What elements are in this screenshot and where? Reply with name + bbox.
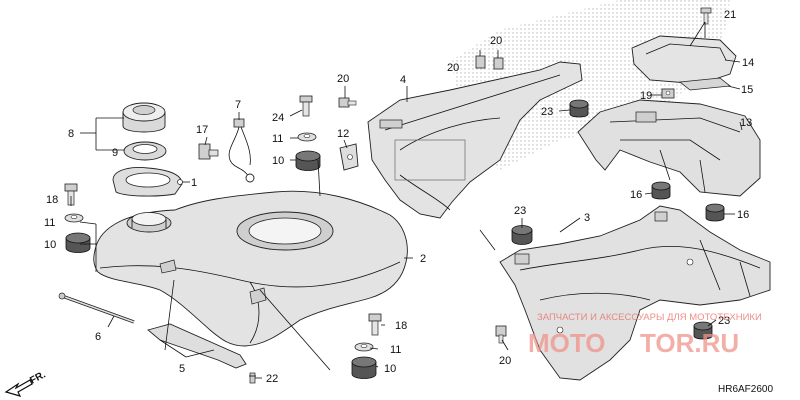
callout-17: 17 xyxy=(196,124,208,136)
front-label: FR. xyxy=(28,369,48,386)
grommet-23-a[interactable] xyxy=(569,99,589,118)
callout-15: 15 xyxy=(741,84,753,96)
watermark-caption: ЗАПЧАСТИ И АКСЕССУАРЫ ДЛЯ МОТОТЕХНИКИ xyxy=(537,312,762,323)
callout-23-b: 23 xyxy=(514,205,526,217)
grommet-16-a[interactable] xyxy=(651,181,671,200)
clip-22[interactable] xyxy=(249,372,256,384)
callout-21: 21 xyxy=(724,9,736,21)
watermark-brand-left: MOTO xyxy=(528,328,606,358)
rubber-10-bottom[interactable] xyxy=(351,356,377,379)
callout-23-c: 23 xyxy=(718,315,730,327)
rubber-10-top[interactable] xyxy=(295,150,321,171)
collar-11-bottom[interactable] xyxy=(354,342,374,352)
callout-16-a: 16 xyxy=(630,189,642,201)
grommet-23-c[interactable] xyxy=(693,321,713,340)
callout-20-a: 20 xyxy=(337,73,349,85)
callout-10-top: 10 xyxy=(272,155,284,167)
filler-ring[interactable] xyxy=(112,167,183,197)
callout-19: 19 xyxy=(640,90,652,102)
bolt-20-a[interactable] xyxy=(338,97,357,108)
bolt-20-b[interactable] xyxy=(475,55,486,69)
callout-8: 8 xyxy=(68,128,74,140)
tank-rod[interactable] xyxy=(58,292,135,324)
front-direction-indicator: FR. xyxy=(4,369,48,397)
callout-18-bottom: 18 xyxy=(395,320,407,332)
battery-box-frame[interactable] xyxy=(577,99,761,197)
grommet-16-b[interactable] xyxy=(705,203,725,222)
collar-11-left[interactable] xyxy=(64,213,84,223)
callout-11-left: 11 xyxy=(44,217,55,229)
callout-4: 4 xyxy=(400,74,406,86)
cover-plate[interactable] xyxy=(678,77,732,91)
rubber-10-left[interactable] xyxy=(65,232,91,253)
callout-20-d: 20 xyxy=(499,355,511,367)
callout-2: 2 xyxy=(420,253,426,265)
collar-11-top[interactable] xyxy=(297,132,317,142)
callout-20-c: 20 xyxy=(490,35,502,47)
callout-6: 6 xyxy=(95,331,101,343)
callout-20-b: 20 xyxy=(447,62,459,74)
watermark-brand-right: TOR.RU xyxy=(640,328,739,358)
tank-cover[interactable] xyxy=(367,61,583,219)
sensor-harness[interactable] xyxy=(228,118,255,183)
callout-11-top: 11 xyxy=(272,133,283,145)
callout-18-left: 18 xyxy=(46,194,58,206)
watermark: ЗАПЧАСТИ И АКСЕССУАРЫ ДЛЯ МОТОТЕХНИКИ MO… xyxy=(528,312,762,358)
hose-fitting[interactable] xyxy=(198,143,219,160)
under-cover[interactable] xyxy=(499,205,771,381)
bolt-18-bottom[interactable] xyxy=(368,313,382,336)
callout-14: 14 xyxy=(742,57,754,69)
bolt-24[interactable] xyxy=(299,95,313,117)
tank-band[interactable] xyxy=(147,323,247,369)
callout-9: 9 xyxy=(112,147,118,159)
callout-1: 1 xyxy=(191,177,197,189)
clamp-bracket-12[interactable] xyxy=(339,143,359,171)
filler-cap-gasket[interactable] xyxy=(123,141,167,161)
callout-13: 13 xyxy=(740,117,752,129)
fuel-tank[interactable] xyxy=(93,190,408,347)
callout-12: 12 xyxy=(337,128,349,140)
callout-11-bottom: 11 xyxy=(390,344,401,356)
callout-24: 24 xyxy=(272,112,284,124)
callout-23-a: 23 xyxy=(541,106,553,118)
callout-labels: 8 9 1 7 17 18 11 10 24 11 10 12 20 4 20 … xyxy=(44,9,754,385)
diagram-code: HR6AF2600 xyxy=(718,384,773,395)
bolt-20-d[interactable] xyxy=(495,325,507,344)
callout-10-bottom: 10 xyxy=(384,363,396,375)
front-arrow-icon xyxy=(4,379,33,397)
screw-21[interactable] xyxy=(700,7,712,25)
callout-5: 5 xyxy=(179,363,185,375)
leader-lines xyxy=(70,21,743,379)
box-lid[interactable] xyxy=(631,35,737,85)
fuel-filler-cap[interactable] xyxy=(122,102,166,133)
nut-19[interactable] xyxy=(661,88,675,99)
bolt-20-c[interactable] xyxy=(493,57,504,70)
callout-22: 22 xyxy=(266,373,278,385)
grommet-23-b[interactable] xyxy=(511,225,533,245)
callout-16-b: 16 xyxy=(737,209,749,221)
callout-10-left: 10 xyxy=(44,239,56,251)
callout-7: 7 xyxy=(235,99,241,111)
callout-3: 3 xyxy=(584,212,590,224)
